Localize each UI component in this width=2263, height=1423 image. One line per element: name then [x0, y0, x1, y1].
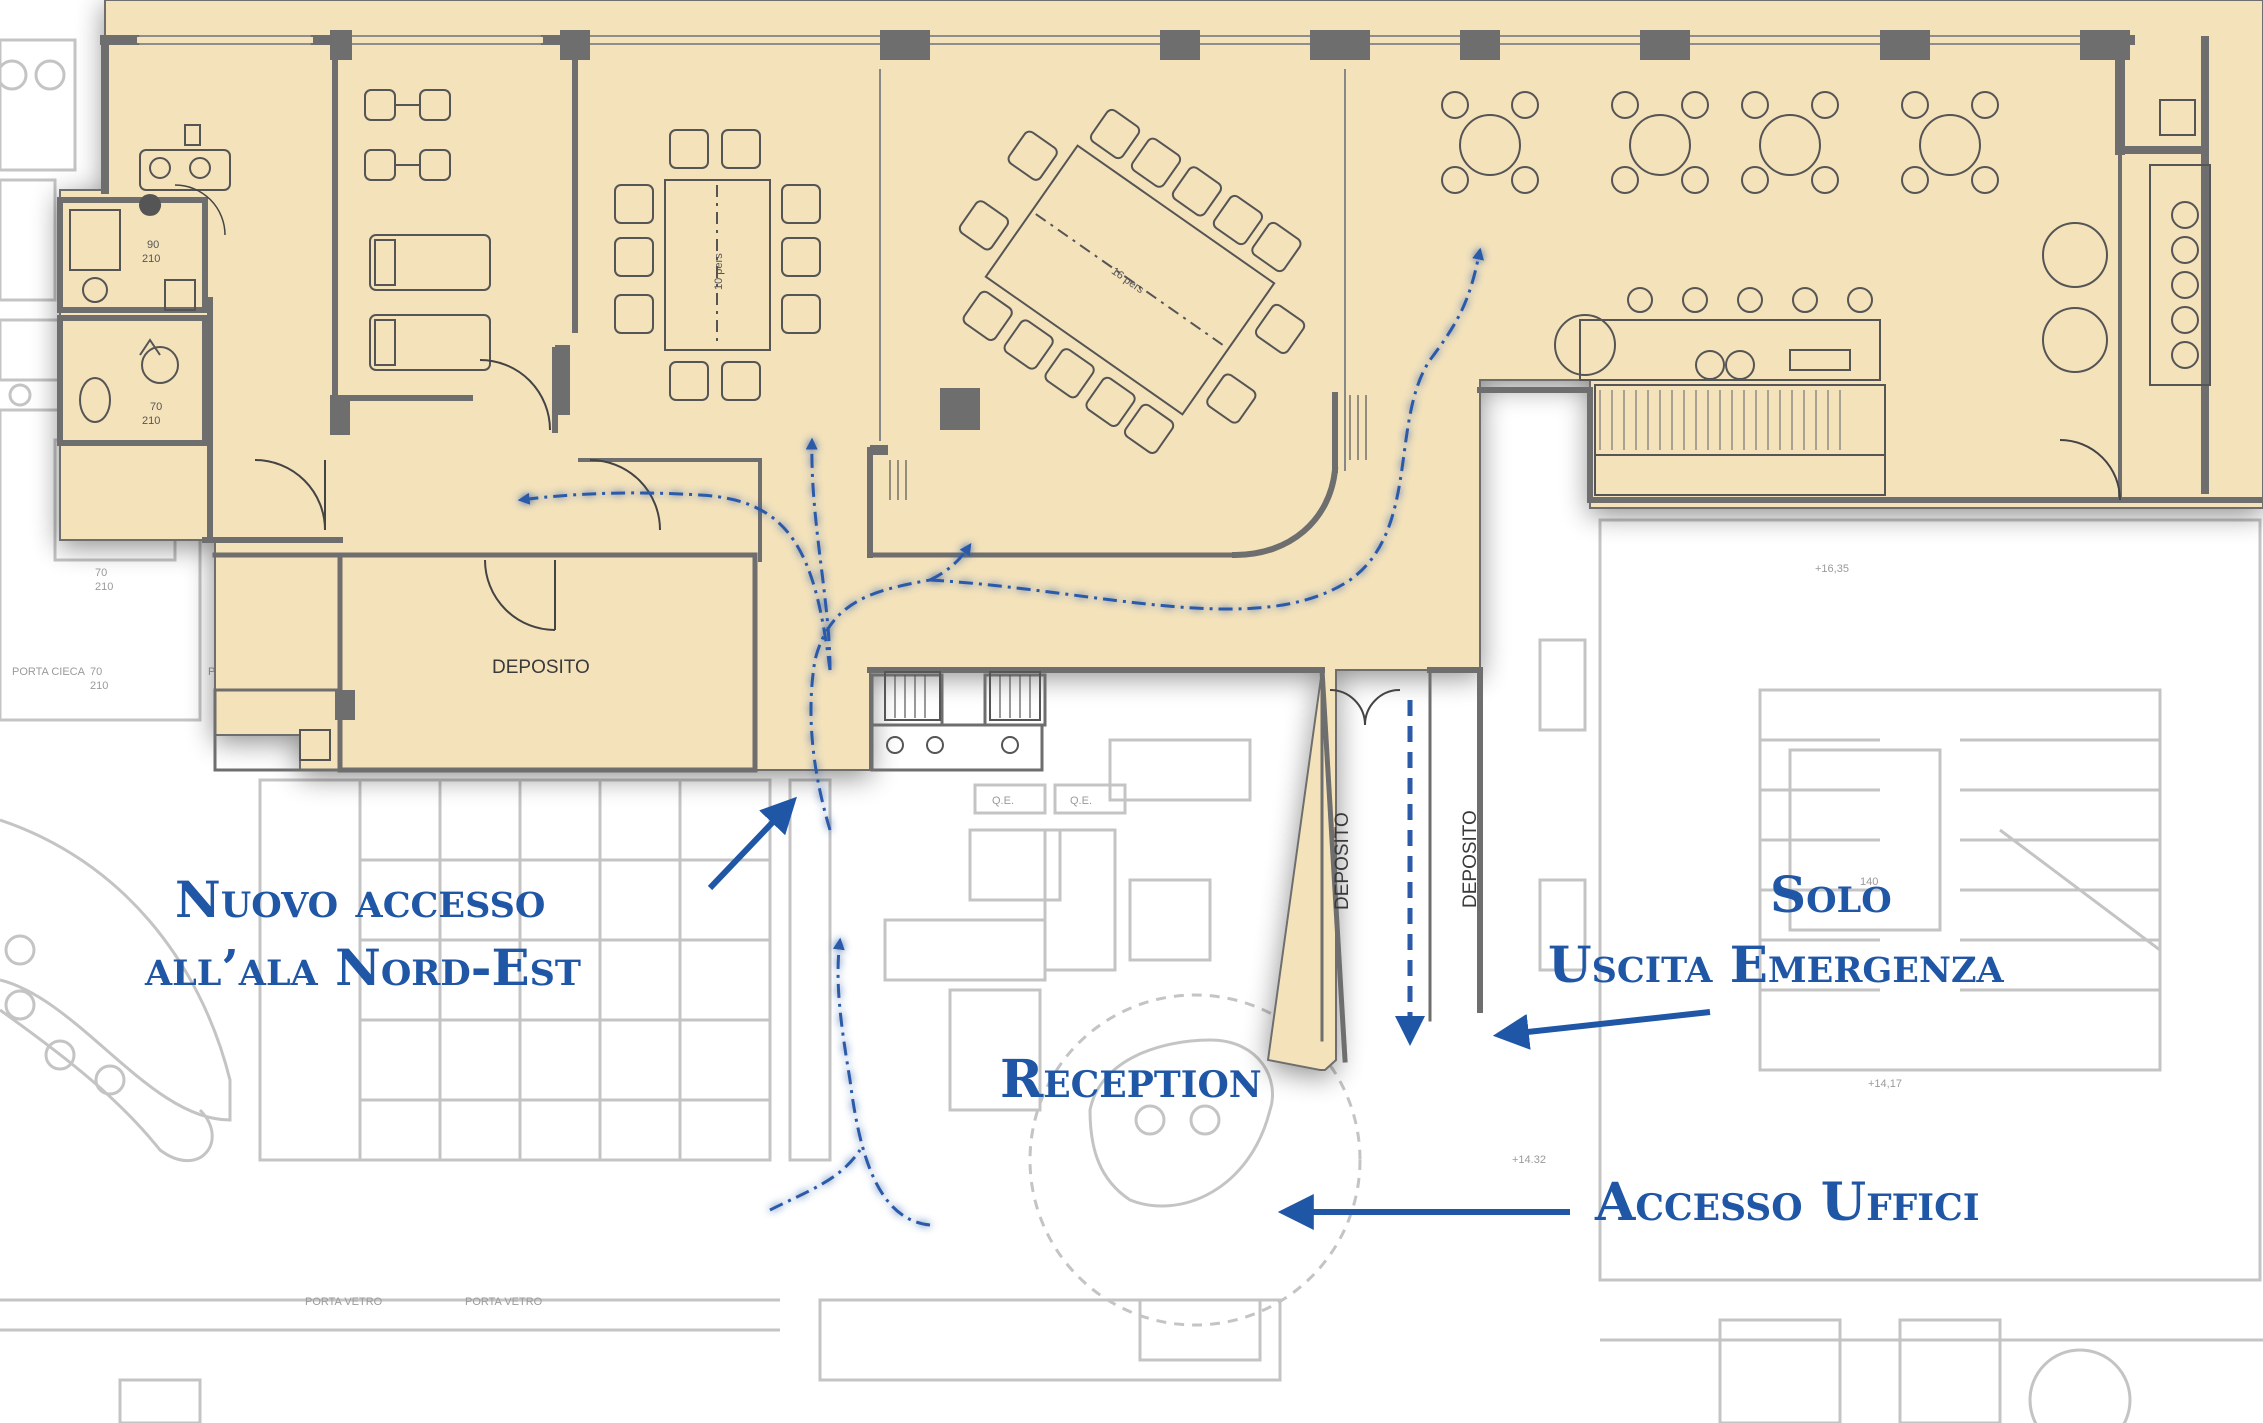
callout-nuovo-line1: Nuovo accesso: [175, 870, 545, 929]
path-south: [809, 578, 931, 831]
porta-cieca-label-2: PORTA CIECA: [12, 666, 86, 678]
elevation-label-1: +16,35: [1815, 563, 1849, 575]
callout-solo-line1: Solo: [1770, 865, 1892, 924]
dim-210-faint: 210: [95, 581, 113, 593]
callout-nuovo-line2: all’ala Nord-Est: [144, 938, 581, 997]
porta-vetro-label-2: PORTA VETRO: [465, 1296, 543, 1308]
shelves: [299, 395, 1367, 761]
meeting-small-capacity: 10 pers: [713, 253, 725, 290]
qe-label-1: Q.E.: [992, 795, 1014, 807]
path-branch: [929, 543, 972, 582]
background-plan: [0, 38, 2263, 1423]
qe-label-2: Q.E.: [1070, 795, 1092, 807]
deposito-right-label: DEPOSITO: [1460, 810, 1481, 908]
porta-vetro-label: PORTA VETRO: [305, 1296, 383, 1308]
path-reception-2: [832, 937, 931, 1227]
path-east: [929, 247, 1484, 611]
dim-70-label: 70: [150, 401, 162, 413]
toilet-fixtures: 90 210 70 210: [69, 124, 231, 427]
meeting-room-large: 16 pers: [958, 108, 1306, 454]
dim-70-faint: 70: [95, 567, 107, 579]
meeting-room-small: 10 pers: [614, 129, 821, 401]
dim-210-label: 210: [142, 253, 160, 265]
deposito-left-label: DEPOSITO: [1332, 812, 1353, 910]
columns: [330, 30, 2130, 720]
callout-accesso-uffici: Accesso Uffici: [1594, 1172, 1980, 1233]
path-reception: [769, 1149, 862, 1212]
walls: [57, 35, 2263, 1063]
callout-reception: Reception: [1000, 1049, 1262, 1110]
pillar: [940, 390, 980, 430]
arrow-solo: [1492, 1009, 1711, 1050]
dim-210-faint-2: 210: [90, 680, 108, 692]
dim-90-label: 90: [147, 239, 159, 251]
arrow-nuovo: [707, 796, 797, 891]
dim-70-faint-2: 70: [90, 666, 102, 678]
elevation-label-2: +14,17: [1868, 1078, 1902, 1090]
door-swings: [174, 184, 2121, 726]
path-west: [517, 491, 832, 671]
circulation-paths: [517, 247, 1484, 1227]
elevation-label-4: 140: [1860, 876, 1878, 888]
gym-equipment: [364, 89, 491, 371]
cafe-tables: [1441, 91, 2211, 496]
elevation-label-3: +14.32: [1512, 1154, 1546, 1166]
callouts: Nuovo accesso all’ala Nord-Est Solo Usci…: [144, 796, 2005, 1233]
callout-solo-line2: Uscita Emergenza: [1548, 935, 2005, 994]
deposito-main-label: DEPOSITO: [492, 657, 590, 678]
dim-210-label-2: 210: [142, 415, 160, 427]
